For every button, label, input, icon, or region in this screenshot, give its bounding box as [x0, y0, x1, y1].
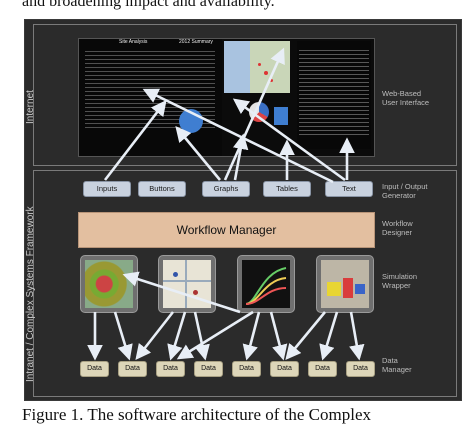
data-box-5: Data — [232, 361, 261, 377]
data-box-8: Data — [346, 361, 375, 377]
arrow-sim2-data3 — [167, 311, 187, 361]
arrow-graphs-up-1 — [175, 125, 222, 181]
arrow-sim2-data2 — [135, 311, 175, 361]
arrow-layer — [87, 47, 365, 361]
arrow-inputs-up — [103, 99, 167, 181]
data-box-1: Data — [80, 361, 109, 377]
simulation-thumb-3 — [237, 255, 295, 313]
data-manager-label: Data Manager — [382, 356, 412, 374]
simulation-thumb-4 — [316, 255, 374, 313]
top-caption: and broadening impact and availability. — [22, 0, 275, 10]
data-box-7: Data — [308, 361, 337, 377]
workflow-manager: Workflow Manager — [78, 212, 375, 248]
inputs-box: Inputs — [83, 181, 131, 197]
arrow-sim2-data4 — [193, 311, 210, 361]
arrow-sim4-data8 — [349, 311, 365, 361]
data-box-6: Data — [270, 361, 299, 377]
arrow-sim4-data6 — [285, 311, 327, 361]
bar-chart — [274, 107, 288, 125]
intranet-layer — [33, 170, 457, 397]
data-box-3: Data — [156, 361, 185, 377]
arrow-text-long — [142, 88, 334, 184]
screen-title: Site Analysis — [119, 39, 148, 45]
text-box: Text — [325, 181, 373, 197]
arrow-sim1-data2 — [113, 311, 133, 361]
arrow-graphs-up-3 — [233, 133, 249, 181]
arrow-sim3-to-sim1 — [122, 271, 241, 314]
data-box-4: Data — [194, 361, 223, 377]
graphs-box: Graphs — [202, 181, 250, 197]
arrow-sim4-data7 — [319, 311, 339, 361]
buttons-box: Buttons — [138, 181, 186, 197]
arrow-sim3-data5 — [242, 311, 261, 361]
tables-box: Tables — [263, 181, 311, 197]
io-generator-label: Input / Output Generator — [382, 182, 428, 200]
architecture-diagram: Internet Intranet / Complex Systems Fram… — [24, 19, 462, 401]
screen-summary: 2012 Summary — [179, 39, 213, 45]
curves-plot — [245, 267, 287, 305]
figure-caption: Figure 1. The software architecture of t… — [22, 405, 372, 424]
data-box-2: Data — [118, 361, 147, 377]
web-ui-label: Web-Based User Interface — [382, 89, 430, 107]
arrow-sim3-data6 — [269, 311, 288, 361]
info-panel — [297, 41, 371, 149]
arrow-text-diag — [232, 98, 346, 182]
simulation-wrapper-label: Simulation Wrapper — [382, 272, 418, 290]
arrow-sim3-data3 — [176, 310, 254, 360]
internet-layer — [33, 24, 457, 166]
workflow-designer-label: Workflow Designer — [382, 219, 413, 237]
